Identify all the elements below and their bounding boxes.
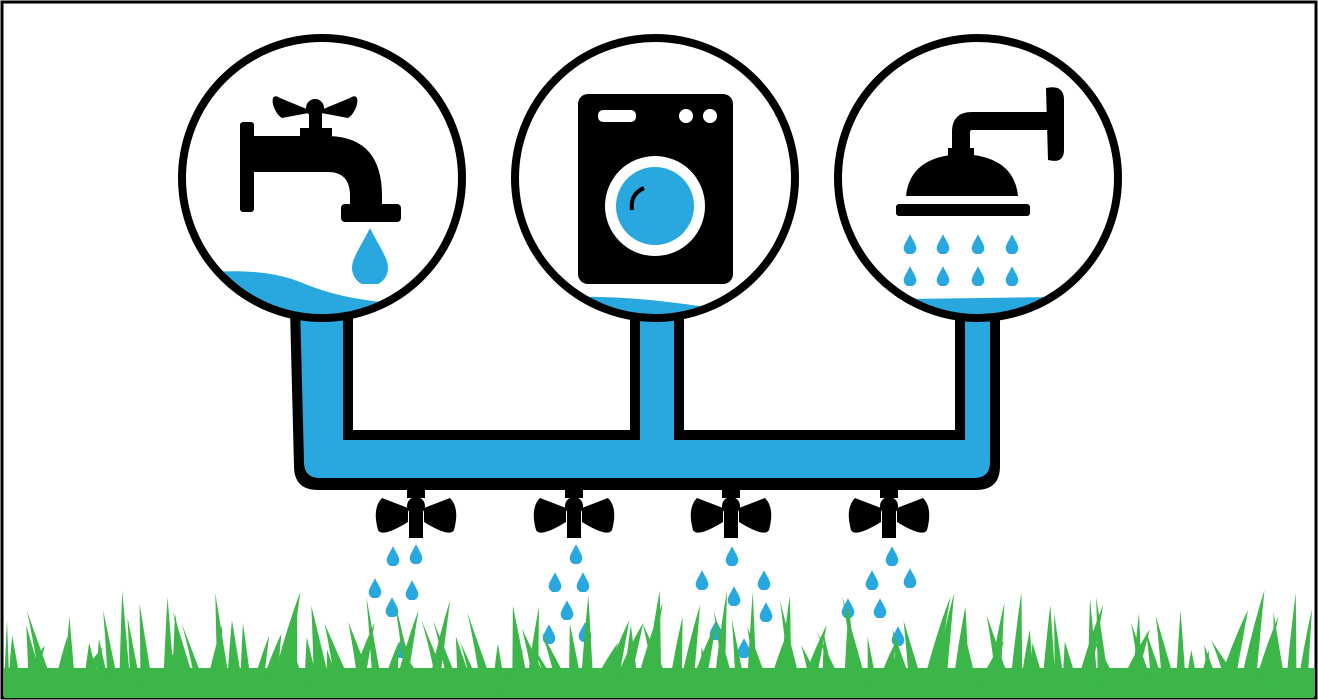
- washing-machine-icon: [578, 94, 733, 284]
